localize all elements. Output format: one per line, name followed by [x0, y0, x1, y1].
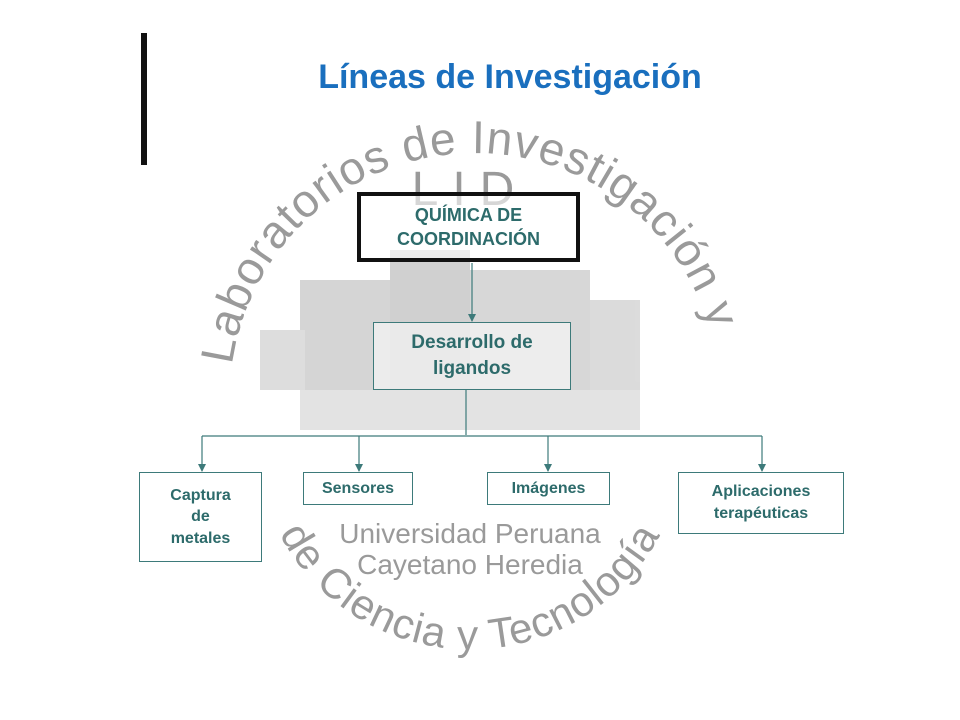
seal-university-line1: Universidad Peruana — [339, 518, 601, 549]
node-sensores-label: Sensores — [321, 479, 395, 497]
node-aplicaciones-line1: Aplicaciones — [711, 483, 811, 501]
node-captura-line3: metales — [170, 529, 231, 547]
node-mid-line2: ligandos — [432, 358, 512, 379]
node-root-line1: QUÍMICA DE — [414, 204, 523, 225]
node-captura-line2: de — [191, 508, 210, 526]
node-sensores: Sensores — [303, 472, 413, 505]
node-aplicaciones-terapeuticas: Aplicaciones terapéuticas — [678, 472, 844, 534]
node-imagenes-label: Imágenes — [511, 479, 586, 497]
node-mid-line1: Desarrollo de — [411, 332, 533, 354]
node-aplicaciones-line2: terapéuticas — [713, 505, 809, 522]
node-captura-de-metales: Captura de metales — [139, 472, 262, 562]
node-imagenes: Imágenes — [487, 472, 610, 505]
seal-arc-text: Laboratorios de Investigación y Desarrol… — [0, 0, 755, 367]
page-title: Líneas de Investigación — [318, 58, 702, 96]
seal-bottom-arc-text: de Ciencia y Tecnología — [271, 514, 668, 658]
title-accent-bar — [141, 33, 147, 165]
node-root-line2: COORDINACIÓN — [397, 229, 540, 249]
node-desarrollo-de-ligandos: Desarrollo de ligandos — [373, 322, 571, 390]
seal-university-line2: Cayetano Heredia — [357, 549, 583, 580]
node-captura-line1: Captura — [170, 486, 231, 504]
node-quimica-de-coordinacion: QUÍMICA DE COORDINACIÓN — [357, 192, 580, 262]
